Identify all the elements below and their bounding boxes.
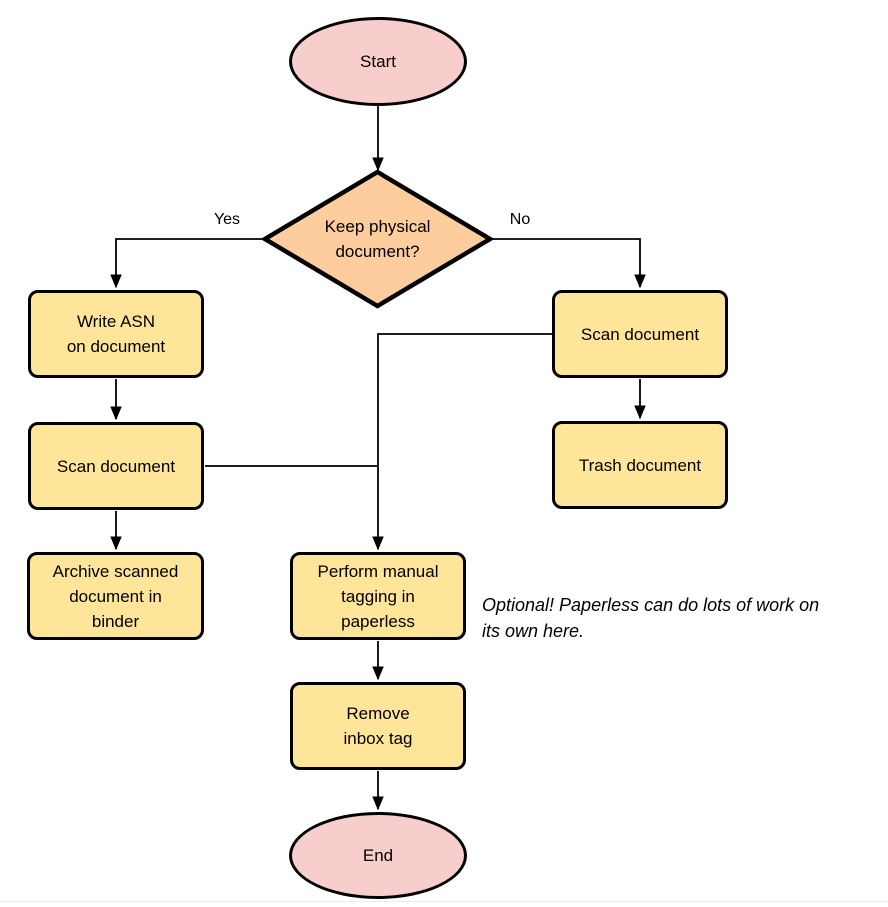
remove-inbox-tag-label: Remove inbox tag xyxy=(343,704,413,748)
flow-node-end: End xyxy=(289,812,467,899)
trash-document-label: Trash document xyxy=(578,455,702,475)
flow-node-write-asn: Write ASN on document xyxy=(28,290,204,378)
flow-node-scan-document-left: Scan document xyxy=(28,422,204,510)
decision-diamond-polygon xyxy=(262,169,494,309)
flow-node-start: Start xyxy=(289,17,467,106)
scan-document-left-label: Scan document xyxy=(56,456,176,476)
archive-binder-label: Archive scanned document in binder xyxy=(52,561,179,631)
start-label: Start xyxy=(360,52,396,71)
decision-shape xyxy=(262,169,494,309)
end-label: End xyxy=(362,846,394,865)
write-asn-label: Write ASN on document xyxy=(66,312,166,356)
flow-node-decision: Keep physical document? xyxy=(265,172,490,306)
flow-node-archive-binder: Archive scanned document in binder xyxy=(27,552,204,640)
bottom-divider xyxy=(0,901,888,902)
manual-tagging-label: Perform manual tagging in paperless xyxy=(317,561,439,631)
edge-no-branch xyxy=(489,238,640,287)
flow-node-remove-inbox-tag: Remove inbox tag xyxy=(290,682,466,770)
edge-scan-right-to-tagging xyxy=(378,333,552,549)
annotation-optional-note: Optional! Paperless can do lots of work … xyxy=(482,595,820,641)
scan-document-right-label: Scan document xyxy=(580,324,700,344)
edge-yes-branch xyxy=(116,238,265,287)
flow-node-scan-document-right: Scan document xyxy=(552,290,728,378)
edge-label-no: No xyxy=(496,211,544,229)
decision-label: Keep physical document? xyxy=(324,217,431,261)
flow-node-manual-tagging: Perform manual tagging in paperless xyxy=(290,552,466,640)
flow-node-trash-document: Trash document xyxy=(552,421,728,509)
edge-label-yes: Yes xyxy=(203,211,251,229)
